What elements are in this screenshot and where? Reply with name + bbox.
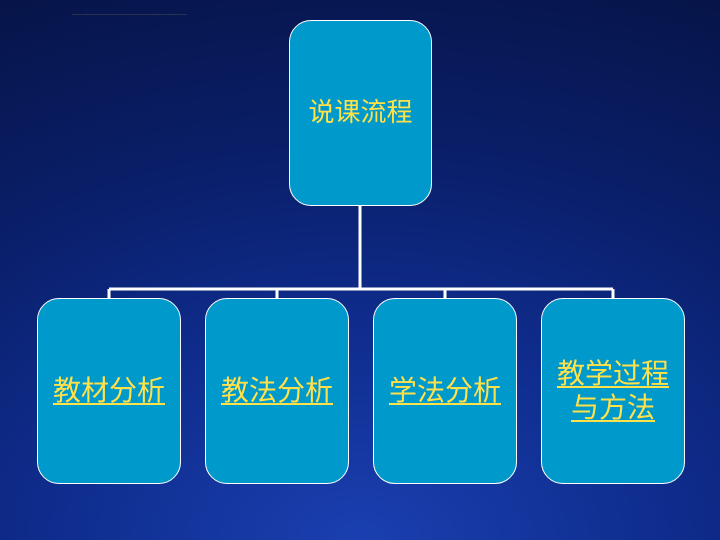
child-node-label[interactable]: 教材分析 [52, 374, 165, 407]
child-node-label[interactable]: 教法分析 [220, 374, 333, 407]
child-node-teaching-method-analysis[interactable]: 教法分析 [205, 298, 349, 484]
child-node-learning-method-analysis[interactable]: 学法分析 [373, 298, 517, 484]
child-node-label[interactable]: 学法分析 [388, 374, 501, 407]
root-node: 说课流程 [289, 20, 432, 206]
root-node-label: 说课流程 [308, 98, 413, 128]
child-node-label[interactable]: 教学过程 与方法 [556, 357, 669, 424]
child-node-teaching-process[interactable]: 教学过程 与方法 [541, 298, 685, 484]
slide-header-text: ……………………………………………………………………………………………… [72, 12, 188, 16]
child-node-textbook-analysis[interactable]: 教材分析 [37, 298, 181, 484]
